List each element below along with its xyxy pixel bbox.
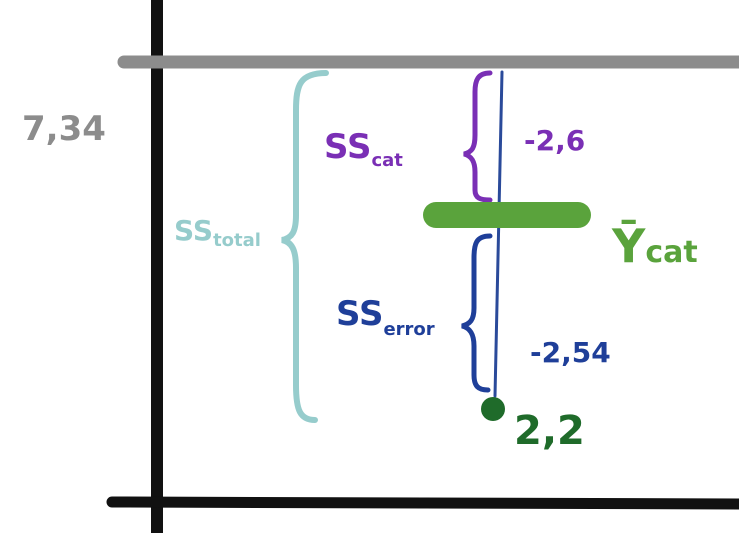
ss-cat-label: SScat xyxy=(324,127,403,171)
x-axis xyxy=(106,496,739,510)
ss-total-label: SStotal xyxy=(174,214,261,251)
residual-line xyxy=(493,70,504,398)
error-deviation-value: -2,54 xyxy=(530,336,611,369)
data-point xyxy=(481,397,505,421)
ss-cat-brace xyxy=(463,70,493,203)
data-point-value: 2,2 xyxy=(514,408,585,454)
category-mean-label: Ȳcat xyxy=(611,219,698,273)
ss-error-brace xyxy=(461,233,493,393)
ss-total-brace xyxy=(281,70,329,423)
ss-error-label: SSerror xyxy=(336,294,435,340)
grand-mean-value: 7,34 xyxy=(22,109,106,149)
cat-deviation-value: -2,6 xyxy=(524,124,585,157)
